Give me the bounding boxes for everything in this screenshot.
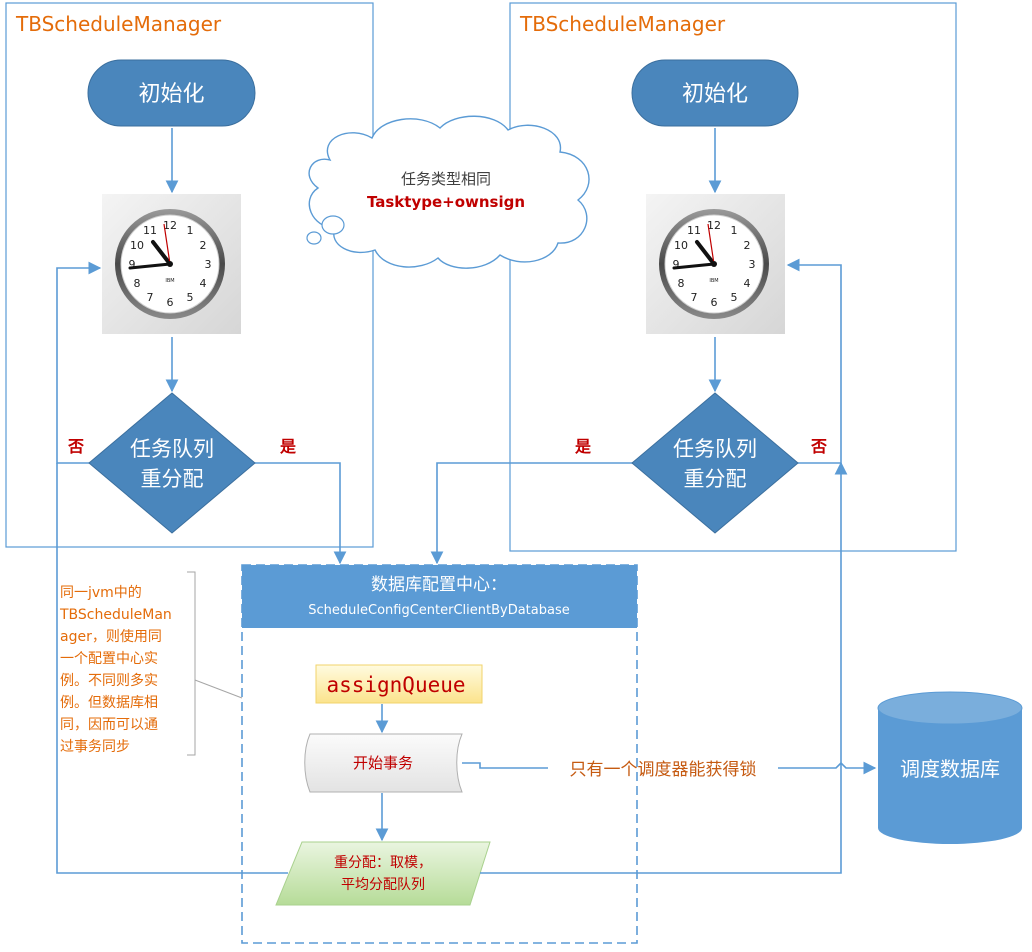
lock-connector: 只有一个调度器能获得锁 bbox=[462, 760, 877, 780]
svg-text:5: 5 bbox=[187, 291, 194, 304]
jvm-note: 同一jvm中的 TBScheduleMan ager，则使用同 一个配置中心实 … bbox=[59, 571, 243, 756]
svg-text:11: 11 bbox=[143, 224, 157, 237]
svg-text:9: 9 bbox=[673, 258, 680, 271]
left-decision-line1: 任务队列 bbox=[130, 437, 214, 461]
note-line-5: 例。不同则多实 bbox=[60, 672, 158, 689]
right-decision-line1: 任务队列 bbox=[673, 437, 757, 461]
note-text: 同一jvm中的 TBScheduleMan ager，则使用同 一个配置中心实 … bbox=[59, 585, 176, 755]
svg-text:8: 8 bbox=[678, 277, 685, 290]
svg-text:IBM: IBM bbox=[165, 278, 174, 284]
right-decision-line2: 重分配 bbox=[684, 467, 747, 491]
right-no-label: 否 bbox=[810, 437, 827, 456]
realloc-line2: 平均分配队列 bbox=[341, 877, 425, 893]
assign-queue-box: assignQueue bbox=[315, 664, 483, 704]
svg-text:2: 2 bbox=[200, 239, 207, 252]
svg-text:9: 9 bbox=[129, 258, 136, 271]
note-line-1: 同一jvm中的 bbox=[60, 585, 142, 601]
svg-text:6: 6 bbox=[167, 296, 174, 309]
right-yes-label: 是 bbox=[574, 437, 591, 456]
svg-text:6: 6 bbox=[711, 296, 718, 309]
right-manager-title: TBScheduleManager bbox=[519, 12, 726, 36]
svg-text:3: 3 bbox=[749, 258, 756, 271]
left-init-node: 初始化 bbox=[87, 59, 256, 127]
left-manager-title: TBScheduleManager bbox=[15, 12, 222, 36]
left-decision-diamond: 任务队列 重分配 bbox=[88, 392, 256, 534]
realloc-line1: 重分配：取模， bbox=[334, 855, 432, 871]
right-decision-diamond: 任务队列 重分配 bbox=[631, 392, 799, 534]
svg-text:12: 12 bbox=[163, 219, 177, 232]
left-yes-label: 是 bbox=[279, 437, 296, 456]
svg-text:7: 7 bbox=[691, 291, 698, 304]
svg-text:7: 7 bbox=[147, 291, 154, 304]
cloud-shape: 任务类型相同 Tasktype+ownsign bbox=[306, 115, 590, 269]
svg-text:10: 10 bbox=[130, 239, 144, 252]
assign-queue-label: assignQueue bbox=[326, 673, 465, 697]
config-center-title: 数据库配置中心： bbox=[371, 575, 507, 595]
config-center-subtitle: ScheduleConfigCenterClientByDatabase bbox=[308, 603, 569, 618]
database-cylinder: 调度数据库 bbox=[877, 691, 1023, 844]
lock-label: 只有一个调度器能获得锁 bbox=[570, 760, 757, 780]
realloc-box: 重分配：取模， 平均分配队列 bbox=[275, 841, 491, 906]
feedback-lines bbox=[56, 461, 848, 874]
note-line-2: TBScheduleMan bbox=[59, 607, 172, 623]
svg-text:1: 1 bbox=[731, 224, 738, 237]
svg-text:8: 8 bbox=[134, 277, 141, 290]
right-manager-panel: TBScheduleManager bbox=[509, 2, 957, 552]
note-line-4: 一个配置中心实 bbox=[60, 651, 158, 667]
svg-text:12: 12 bbox=[707, 219, 721, 232]
svg-text:1: 1 bbox=[187, 224, 194, 237]
left-flow-lines bbox=[56, 128, 347, 565]
note-line-6: 例。但数据库相 bbox=[60, 695, 158, 711]
svg-text:10: 10 bbox=[674, 239, 688, 252]
cloud-line2: Tasktype+ownsign bbox=[367, 193, 525, 211]
svg-text:IBM: IBM bbox=[709, 278, 718, 284]
note-line-8: 过事务同步 bbox=[60, 739, 130, 755]
transaction-box: 开始事务 bbox=[304, 733, 463, 793]
left-decision-line2: 重分配 bbox=[141, 467, 204, 491]
left-manager-panel: TBScheduleManager bbox=[5, 2, 374, 548]
svg-text:2: 2 bbox=[744, 239, 751, 252]
svg-text:3: 3 bbox=[205, 258, 212, 271]
note-line-7: 同，因而可以通 bbox=[60, 717, 158, 733]
left-no-label: 否 bbox=[67, 437, 84, 456]
left-init-label: 初始化 bbox=[138, 82, 204, 107]
svg-text:4: 4 bbox=[744, 277, 751, 290]
svg-text:4: 4 bbox=[200, 277, 207, 290]
right-init-label: 初始化 bbox=[682, 82, 748, 107]
right-flow-lines bbox=[430, 128, 842, 565]
note-line-3: ager，则使用同 bbox=[60, 628, 162, 645]
right-init-node: 初始化 bbox=[631, 59, 799, 127]
svg-text:5: 5 bbox=[731, 291, 738, 304]
database-label: 调度数据库 bbox=[900, 757, 1000, 781]
svg-text:11: 11 bbox=[687, 224, 701, 237]
transaction-label: 开始事务 bbox=[353, 754, 413, 772]
cloud-line1: 任务类型相同 bbox=[401, 170, 491, 188]
